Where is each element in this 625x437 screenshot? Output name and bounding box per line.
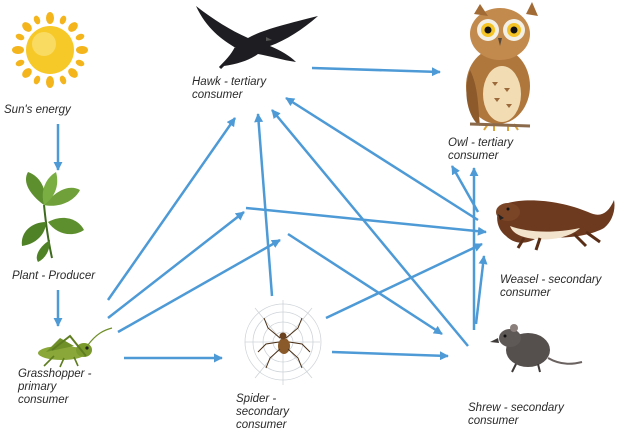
label-shrew: Shrew - secondary consumer	[468, 402, 564, 427]
hawk-illustration	[196, 6, 318, 70]
label-plant: Plant - Producer	[12, 270, 96, 282]
arrow-grasshopper-to-weasel	[287, 232, 443, 336]
arrow-hawk-to-owl	[311, 66, 441, 77]
arrow-shrew-to-weasel	[474, 255, 488, 325]
arrow-shrew-to-hawk	[271, 109, 469, 347]
arrow-plant-to-weasel	[245, 206, 487, 236]
spider-illustration	[244, 300, 322, 385]
arrow-plant-to-spider	[107, 211, 245, 319]
label-hawk: Hawk - tertiary consumer	[192, 76, 267, 101]
arrow-spider-to-shrew	[331, 350, 449, 361]
shrew-illustration	[490, 324, 583, 373]
energy-flow-arrows	[53, 66, 488, 363]
owl-illustration	[466, 2, 538, 131]
arrow-plant-to-hawk	[106, 117, 237, 301]
arrow-grasshopper-to-shrew	[117, 238, 281, 334]
arrow-spider-to-hawk	[254, 113, 274, 297]
label-weasel: Weasel - secondary consumer	[500, 274, 602, 299]
grasshopper-illustration	[38, 327, 113, 368]
weasel-illustration	[496, 200, 615, 251]
arrow-spider-to-weasel	[325, 242, 483, 320]
label-grasshopper: Grasshopper - primary consumer	[18, 368, 92, 406]
sun-illustration	[12, 12, 88, 88]
plant-illustration	[21, 172, 84, 262]
label-spider: Spider - secondary consumer	[236, 393, 290, 431]
arrow-weasel-to-hawk	[285, 96, 479, 222]
label-sun: Sun's energy	[4, 104, 71, 116]
label-owl: Owl - tertiary consumer	[448, 137, 514, 162]
